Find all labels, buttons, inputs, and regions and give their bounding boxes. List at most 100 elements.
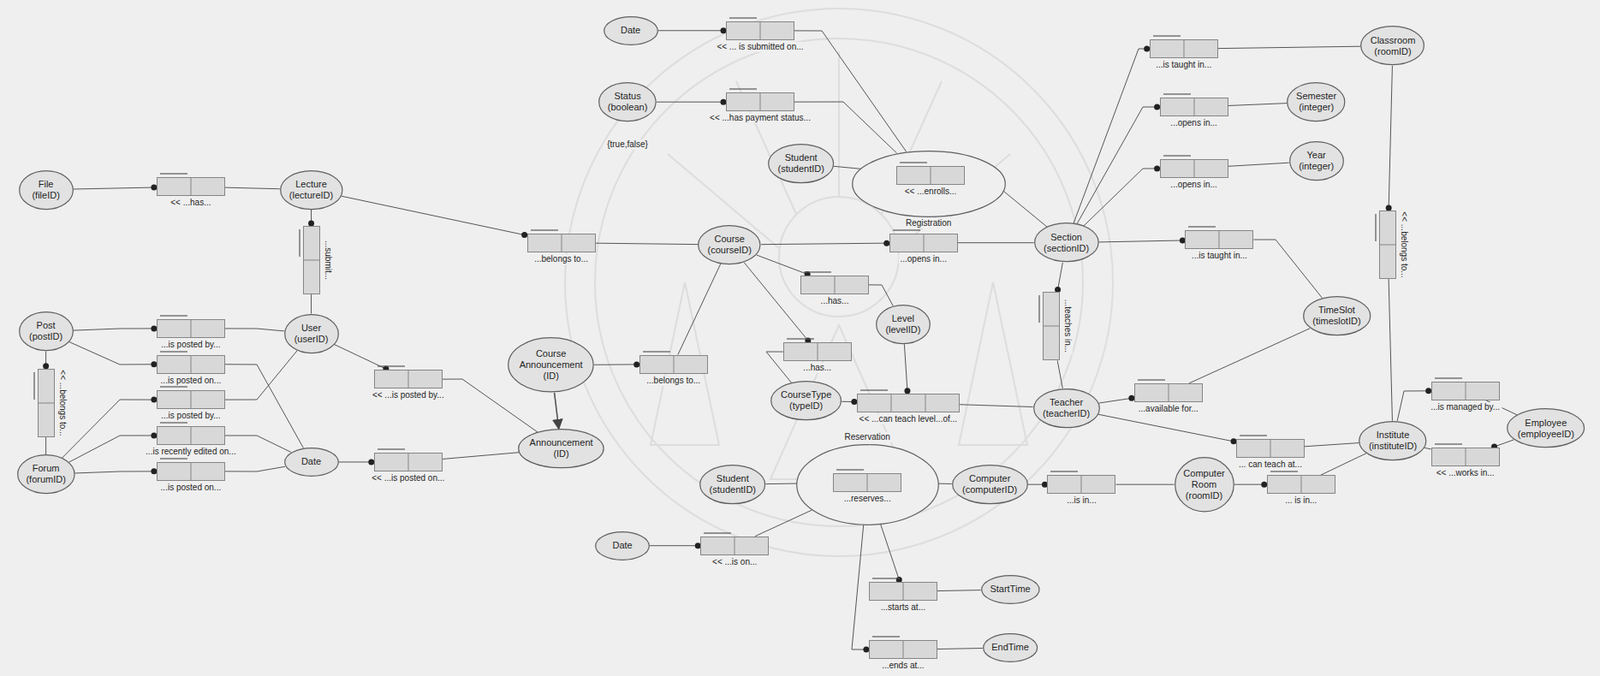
entity-type: Course (courseID): [697, 225, 762, 265]
role-box: [889, 233, 958, 253]
ellipse: [603, 16, 658, 45]
mandatory-dot: [720, 27, 727, 34]
mandatory-dot: [1179, 237, 1186, 244]
role-box: [1134, 383, 1203, 403]
uniqueness-bar: [377, 366, 405, 368]
fact-type: ...ends at...: [868, 640, 938, 660]
fact-type: << ...is posted by...: [374, 369, 443, 389]
entity-name: User (userID): [294, 322, 329, 345]
uniqueness-bar: [1434, 377, 1463, 379]
role-box-frame: [1134, 383, 1202, 402]
role-connector: [1073, 48, 1150, 224]
entity-name: Student (studentID): [777, 152, 824, 175]
ellipse: [851, 150, 1006, 217]
role-box-frame: [833, 473, 902, 492]
role-box: [374, 452, 443, 472]
role-box-frame: [889, 233, 958, 252]
entity-name: Announcement (ID): [529, 437, 594, 460]
role-box-frame: [1159, 159, 1228, 178]
fact-reading: ...is posted on...: [159, 482, 224, 494]
fact-type: ...is posted by...: [156, 390, 226, 410]
fact-type: ...is taught in...: [1184, 230, 1254, 250]
role-box-frame: [639, 355, 708, 374]
entity-name: StartTime: [989, 583, 1030, 595]
role-box: [156, 355, 226, 375]
role-connector: [1076, 107, 1160, 225]
role-connector: [1115, 484, 1174, 486]
fact-reading: ...opens in...: [898, 254, 948, 265]
role-box-frame: [156, 391, 225, 410]
fact-reading: ...belongs to...: [532, 254, 590, 265]
role-box-frame: [1159, 98, 1228, 117]
role-connector: [959, 404, 1034, 408]
fact-reading: ...teaches in...: [1062, 297, 1073, 355]
role-connector: [1388, 65, 1392, 211]
role-divider: [734, 536, 736, 556]
role-connector: [1098, 414, 1237, 442]
role-box: [868, 582, 938, 601]
fact-reading: << ...is posted on...: [369, 473, 447, 484]
role-box-frame: [1266, 475, 1335, 494]
watermark-ring: [594, 38, 1083, 527]
mandatory-dot: [150, 468, 157, 475]
entity-type: EndTime: [982, 633, 1038, 663]
mandatory-dot: [308, 220, 315, 227]
role-connector: [595, 243, 699, 244]
role-connector: [225, 350, 298, 400]
watermark-ring: [565, 8, 1113, 557]
mandatory-dot: [633, 361, 640, 368]
fact-reading: << ...is posted by...: [370, 390, 447, 401]
mandatory-dot: [1128, 395, 1135, 402]
role-box: [156, 177, 226, 197]
role-divider: [1464, 381, 1466, 401]
role-box: [1042, 291, 1060, 361]
role-box: [1431, 381, 1500, 401]
role-box: [700, 536, 769, 556]
ellipse: [284, 448, 339, 477]
uniqueness-bar: [1038, 295, 1040, 323]
role-divider: [190, 390, 191, 410]
role-divider: [1183, 39, 1184, 59]
role-box-frame: [801, 275, 869, 294]
role-connector: [1424, 447, 1432, 450]
entity-name: Date: [612, 540, 632, 552]
role-box: [156, 426, 226, 446]
role-box: [1046, 475, 1116, 494]
role-connector: [225, 187, 280, 190]
entity-name: Student (studentID): [709, 473, 756, 496]
mandatory-dot: [521, 231, 528, 238]
uniqueness-bar: [1270, 471, 1298, 473]
role-divider: [1464, 447, 1466, 467]
entity-type: Date: [603, 16, 659, 46]
fact-type: ...teaches in...: [1042, 291, 1060, 361]
role-connector: [310, 294, 312, 315]
entity-type: Lecture (lectureID): [279, 170, 344, 210]
fact-reading: ...has...: [801, 362, 833, 374]
entity-type: Forum (forumID): [17, 454, 76, 494]
ellipse: [284, 314, 339, 353]
role-connector: [1057, 360, 1063, 388]
fact-reading: ...is in...: [1064, 495, 1098, 506]
role-connector: [69, 342, 157, 365]
entity-type: Teacher (teacherID): [1033, 388, 1101, 429]
uniqueness-bar: [1239, 435, 1267, 437]
fact-reading: ...reserves...: [842, 493, 893, 505]
entity-type: StartTime: [981, 575, 1041, 605]
entity-name: TimeSlot (timeslotID): [1312, 304, 1361, 328]
role-box: [1236, 439, 1305, 458]
role-divider: [930, 166, 932, 185]
objectified-fact-type: ...reserves...Reservation: [796, 444, 940, 526]
role-box-frame: [868, 582, 937, 601]
role-divider: [190, 319, 191, 339]
role-connector: [880, 524, 900, 583]
role-connector: [62, 399, 157, 458]
entity-name: Date: [301, 456, 322, 468]
uniqueness-bar: [892, 229, 921, 231]
entity-type: Date: [284, 447, 340, 477]
role-divider: [190, 355, 191, 375]
fact-type: ...is in...: [1046, 475, 1116, 494]
role-box-frame: [37, 368, 54, 437]
role-divider: [760, 21, 762, 41]
mandatory-dot: [150, 432, 157, 439]
role-connector: [1098, 240, 1185, 243]
